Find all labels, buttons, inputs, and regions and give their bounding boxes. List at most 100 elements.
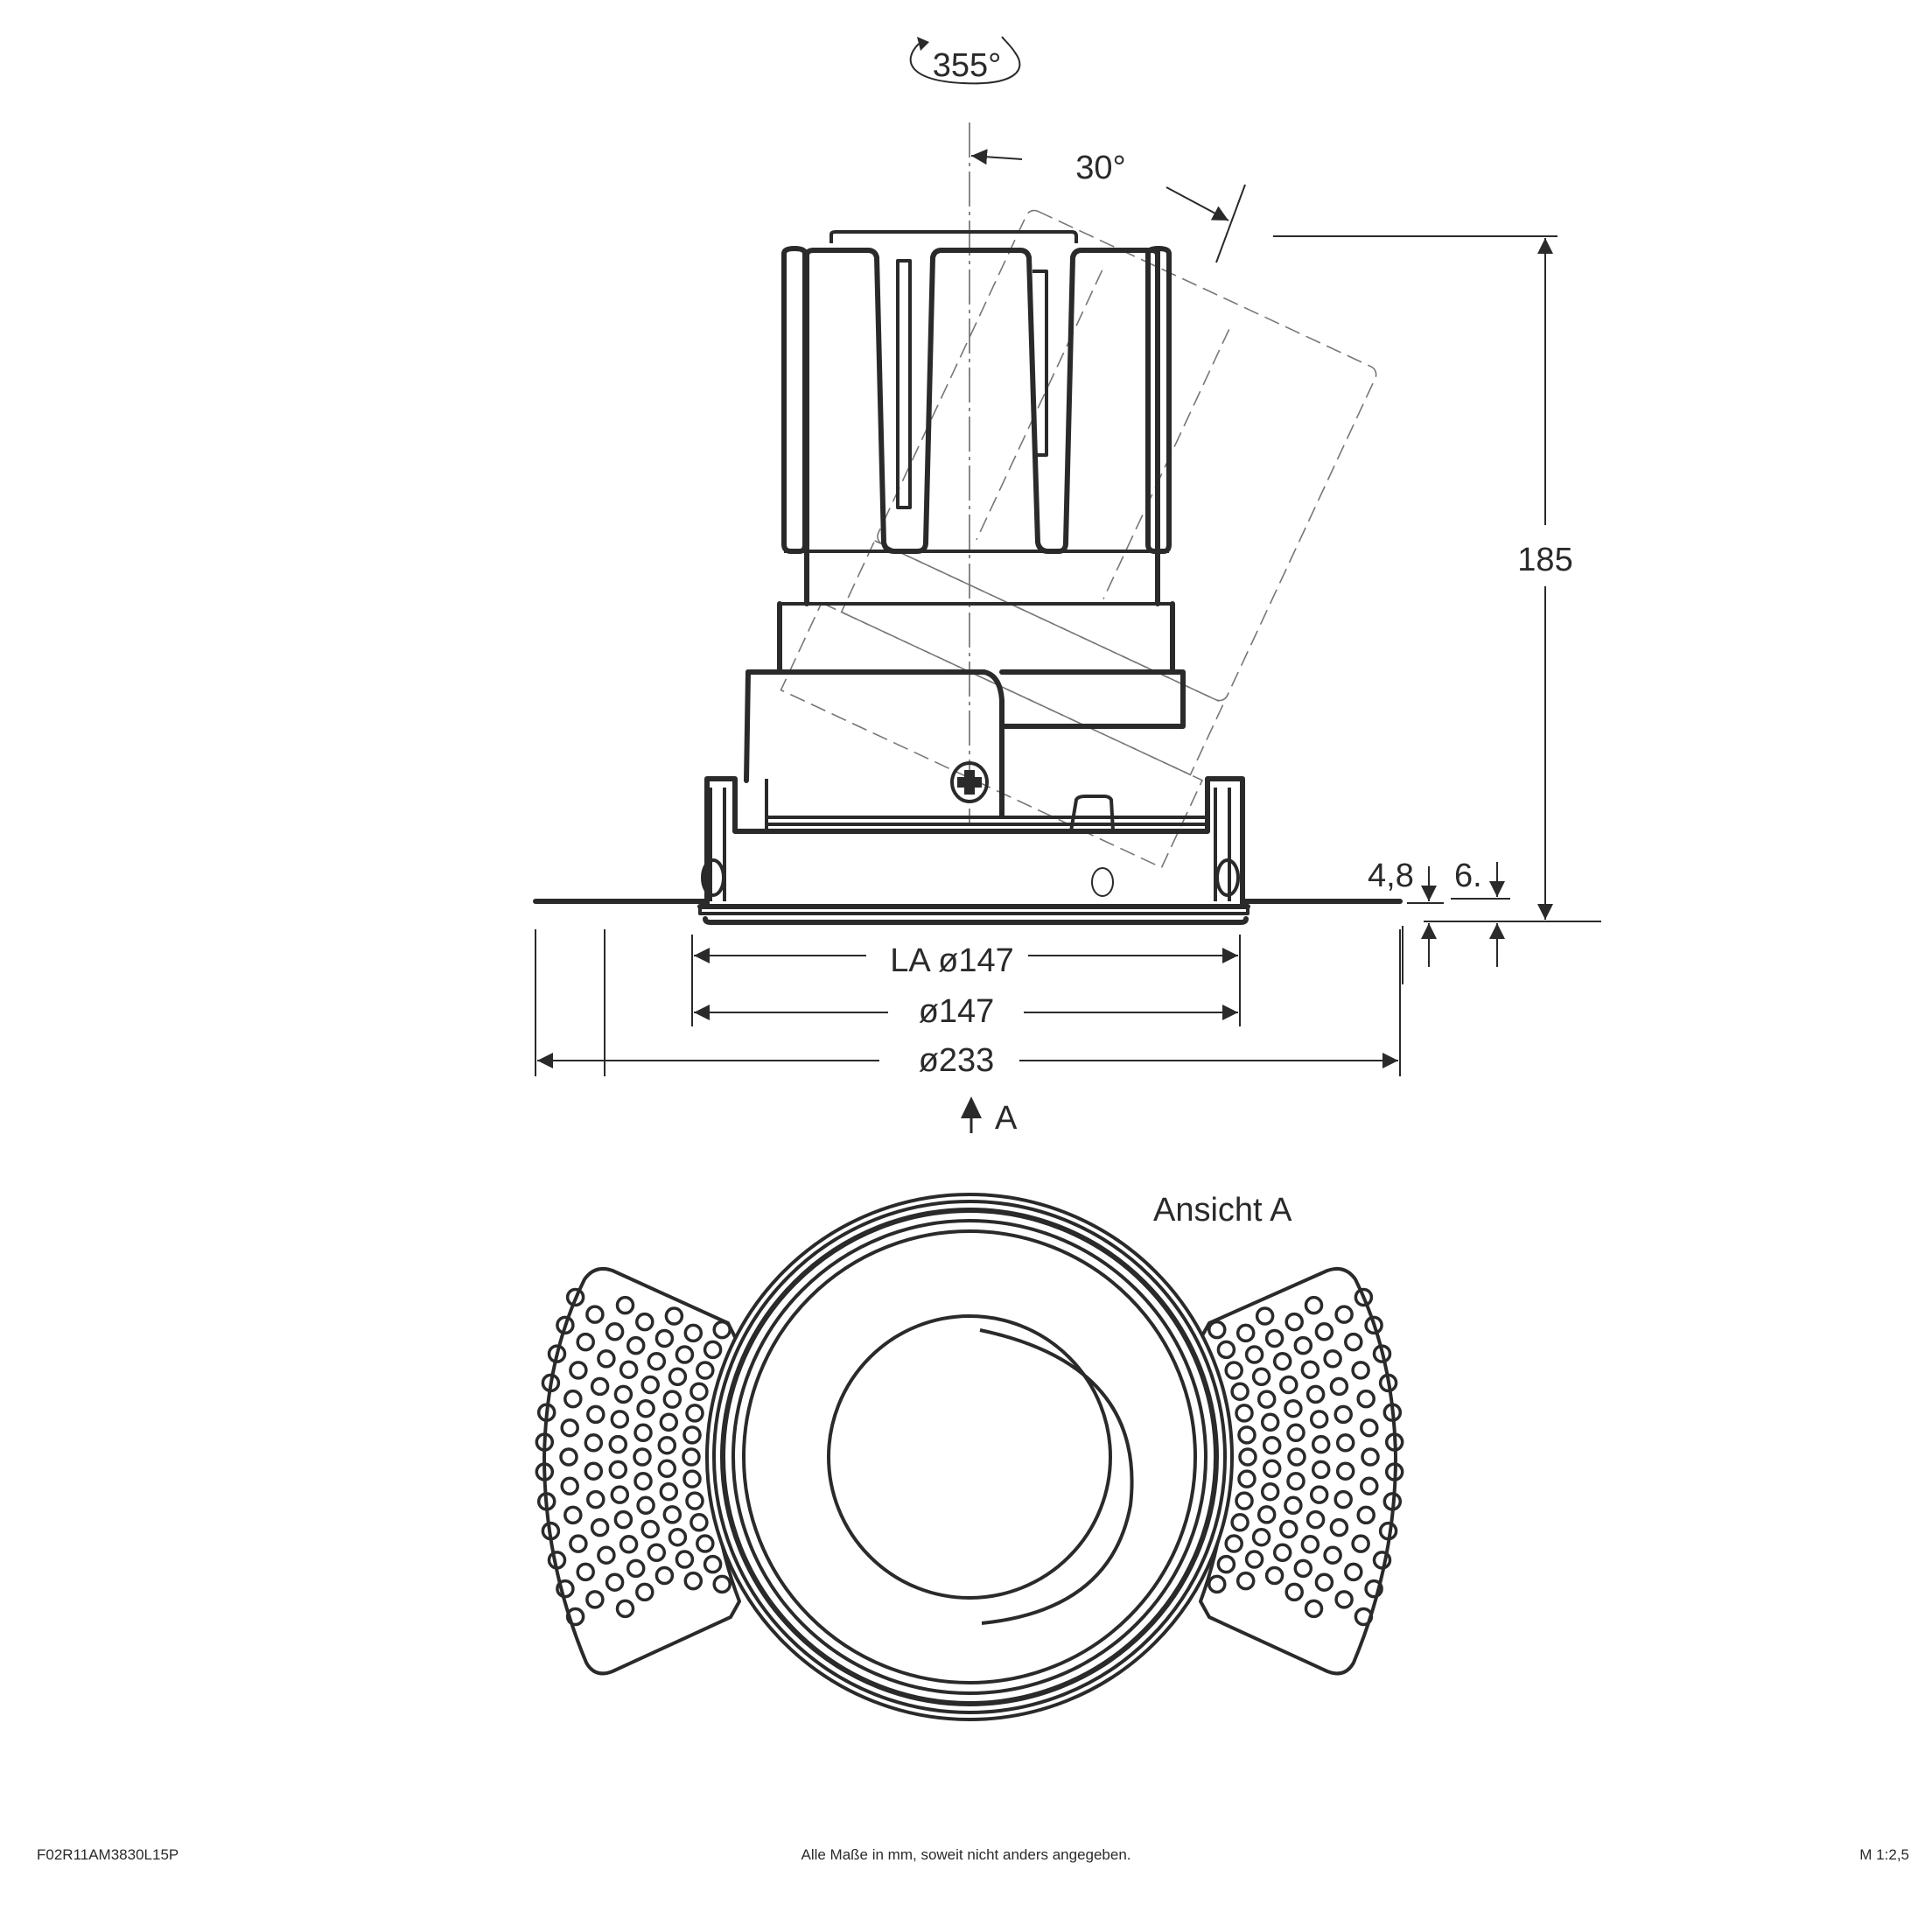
perforation-hole bbox=[696, 1534, 715, 1553]
perforation-hole bbox=[1284, 1495, 1303, 1516]
height-label: 185 bbox=[1517, 542, 1572, 578]
perforation-hole bbox=[605, 1572, 625, 1592]
flange-dimension: 4,8 bbox=[1368, 858, 1444, 984]
perforation-hole bbox=[1236, 1323, 1256, 1343]
perforation-hole bbox=[1356, 1505, 1376, 1525]
rotation-indicator: 355° bbox=[909, 36, 1021, 85]
perforation-hole bbox=[1360, 1418, 1379, 1438]
rotation-label: 355° bbox=[933, 47, 1002, 84]
perforation-hole bbox=[1344, 1562, 1363, 1582]
perforation-hole bbox=[662, 1505, 682, 1524]
perforation-hole bbox=[1309, 1485, 1329, 1504]
perforation-hole bbox=[685, 1404, 704, 1423]
perforation-hole bbox=[1236, 1571, 1256, 1591]
tilted-position-ghost bbox=[780, 209, 1377, 869]
screw-icon bbox=[950, 761, 989, 803]
perforation-hole bbox=[615, 1599, 635, 1619]
perforation-hole bbox=[664, 1306, 684, 1326]
perforation-hole bbox=[590, 1376, 610, 1397]
perforation-hole bbox=[608, 1434, 628, 1454]
perforation-hole bbox=[690, 1382, 709, 1401]
perforation-hole bbox=[541, 1373, 561, 1393]
perforation-hole bbox=[1230, 1382, 1250, 1401]
diameter-dimensions: LA ø147 ø147 ø233 bbox=[535, 929, 1401, 1079]
perforation-hole bbox=[654, 1565, 675, 1586]
heatsink-cap bbox=[830, 230, 1078, 243]
article-code: F02R11AM3830L15P bbox=[37, 1846, 179, 1863]
perforation-hole bbox=[1279, 1519, 1298, 1539]
perforation-hole bbox=[654, 1328, 675, 1348]
perforation-hole bbox=[1323, 1349, 1342, 1369]
perforation-hole bbox=[1351, 1534, 1370, 1553]
perforation-hole bbox=[1279, 1375, 1298, 1395]
perforation-hole bbox=[565, 1607, 585, 1627]
rotation-arrow-icon bbox=[917, 37, 929, 51]
perforation-hole bbox=[1382, 1492, 1403, 1511]
perforation-hole bbox=[1224, 1534, 1243, 1553]
diameter-outer-label: ø233 bbox=[919, 1042, 995, 1079]
perforation-hole bbox=[619, 1535, 639, 1554]
perforation-hole bbox=[635, 1312, 654, 1332]
perforation-hole bbox=[668, 1367, 688, 1387]
height-dimension: 185 bbox=[1273, 235, 1601, 922]
perforation-hole bbox=[682, 1425, 702, 1445]
perforation-hole bbox=[1329, 1517, 1349, 1537]
arrow-up-icon bbox=[961, 1096, 982, 1118]
perforation-hole bbox=[613, 1384, 634, 1404]
bottom-view: Ansicht A bbox=[535, 1192, 1404, 1721]
perforation-hole bbox=[576, 1562, 595, 1582]
perforation-hole bbox=[1351, 1361, 1370, 1380]
perforation-hole bbox=[536, 1403, 556, 1422]
perforation-hole bbox=[1264, 1328, 1284, 1348]
perforation-hole bbox=[1334, 1305, 1354, 1324]
perforation-hole bbox=[712, 1574, 732, 1594]
perforation-hole bbox=[640, 1519, 660, 1539]
perforation-hole bbox=[535, 1462, 555, 1481]
perforation-hole bbox=[1306, 1384, 1326, 1404]
flange-label: 4,8 bbox=[1368, 858, 1414, 894]
perforation-hole bbox=[659, 1481, 679, 1502]
perforation-hole bbox=[1323, 1545, 1342, 1565]
perforation-hole bbox=[1237, 1469, 1256, 1488]
spring-clip-right bbox=[1214, 788, 1231, 901]
perforation-hole bbox=[584, 1433, 604, 1453]
housing-body bbox=[533, 601, 1403, 925]
reflector-offset bbox=[979, 1328, 1134, 1625]
perforation-hole bbox=[626, 1558, 646, 1579]
trim-rings bbox=[705, 1193, 1234, 1721]
perforation-hole bbox=[1235, 1491, 1254, 1510]
perforation-hole bbox=[685, 1491, 704, 1510]
perforation-hole bbox=[585, 1305, 605, 1324]
trim-dimension: 6. bbox=[1451, 858, 1510, 967]
perforation-hole bbox=[1304, 1599, 1324, 1619]
view-arrow-label: A bbox=[995, 1100, 1018, 1137]
perforation-hole bbox=[547, 1344, 567, 1363]
perforation-hole bbox=[1208, 1574, 1227, 1594]
perforation-hole bbox=[1284, 1582, 1304, 1602]
perforation-hole bbox=[659, 1412, 679, 1432]
perforation-hole bbox=[1334, 1404, 1353, 1425]
perforation-hole bbox=[647, 1351, 667, 1371]
perforation-hole bbox=[619, 1360, 639, 1379]
perforation-hole bbox=[1230, 1513, 1250, 1532]
perforation-hole bbox=[1309, 1410, 1329, 1429]
perforation-hole bbox=[1361, 1447, 1380, 1467]
perforation-hole bbox=[1304, 1295, 1324, 1315]
perforation-hole bbox=[1262, 1459, 1282, 1479]
perforation-hole bbox=[584, 1461, 604, 1481]
perforation-hole bbox=[1235, 1404, 1254, 1423]
vent-hole bbox=[1091, 867, 1114, 897]
cutout-label: LA ø147 bbox=[890, 942, 1014, 979]
perforation-hole bbox=[559, 1447, 578, 1467]
perforation-hole bbox=[615, 1295, 635, 1315]
reflector-opening bbox=[827, 1314, 1112, 1600]
side-view: 355° 30° bbox=[533, 36, 1601, 1137]
perforation-hole bbox=[1284, 1398, 1303, 1418]
perforation-hole bbox=[662, 1390, 682, 1409]
perforation-hole bbox=[547, 1551, 567, 1570]
perforation-hole bbox=[585, 1590, 605, 1609]
perforation-hole bbox=[1284, 1312, 1304, 1332]
view-title: Ansicht A bbox=[1153, 1192, 1292, 1229]
perforation-hole bbox=[1335, 1433, 1355, 1453]
perforation-hole bbox=[608, 1460, 628, 1480]
